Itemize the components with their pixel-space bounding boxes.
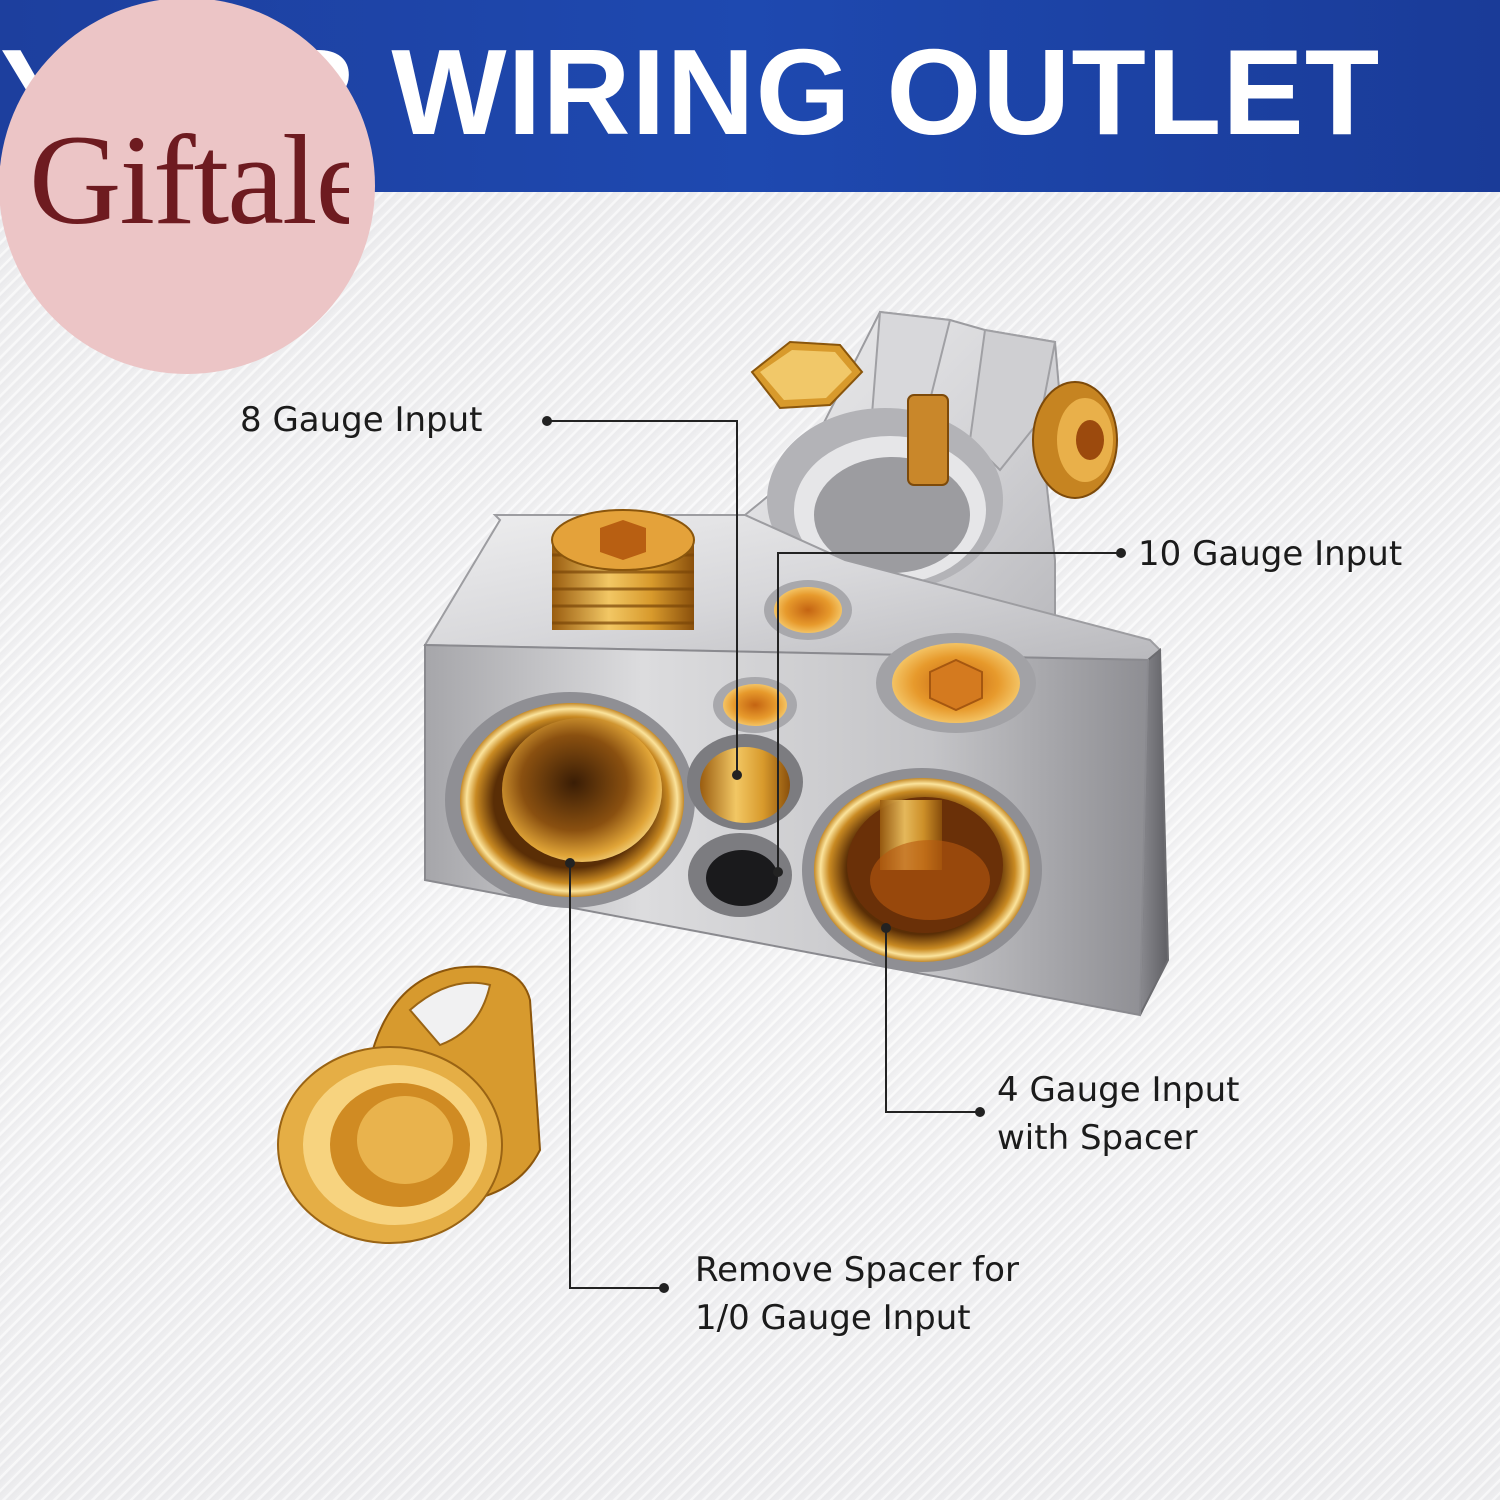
giftale-wordmark-logo: Giftale [29,113,349,251]
leader-8-gauge [547,420,738,775]
callout-8-gauge: 8 Gauge Input [240,400,483,440]
top-set-screw-large [551,509,695,630]
callout-10-gauge: 10 Gauge Input [1138,534,1403,574]
callout-4-gauge-line1: 4 Gauge Input [997,1070,1240,1110]
medium-input-hole-with-spacer [802,768,1042,972]
callout-remove-spacer-line2: 1/0 Gauge Input [695,1298,971,1338]
callout-leader-lines [542,416,1126,1293]
top-set-screw-small-1 [764,580,852,640]
small-hole-lower [688,833,792,917]
leader-10-gauge [777,552,1121,872]
callout-4-gauge-line2: with Spacer [997,1118,1198,1158]
leader-1-0-gauge [569,863,664,1289]
callout-remove-spacer-line1: Remove Spacer for [695,1250,1019,1290]
brand-logo: Giftale [0,0,375,374]
top-set-screw-small-2 [713,677,797,733]
leader-4-gauge [885,928,980,1113]
loose-spacer [277,965,542,1244]
top-set-screw-medium [876,633,1036,733]
clamp-bolt-right [1032,381,1118,499]
clamp-nut-left [750,340,864,410]
large-input-hole [445,692,695,908]
small-hole-upper [687,734,803,830]
terminal-clamp [743,310,1118,642]
svg-text:Giftale: Giftale [29,113,349,251]
